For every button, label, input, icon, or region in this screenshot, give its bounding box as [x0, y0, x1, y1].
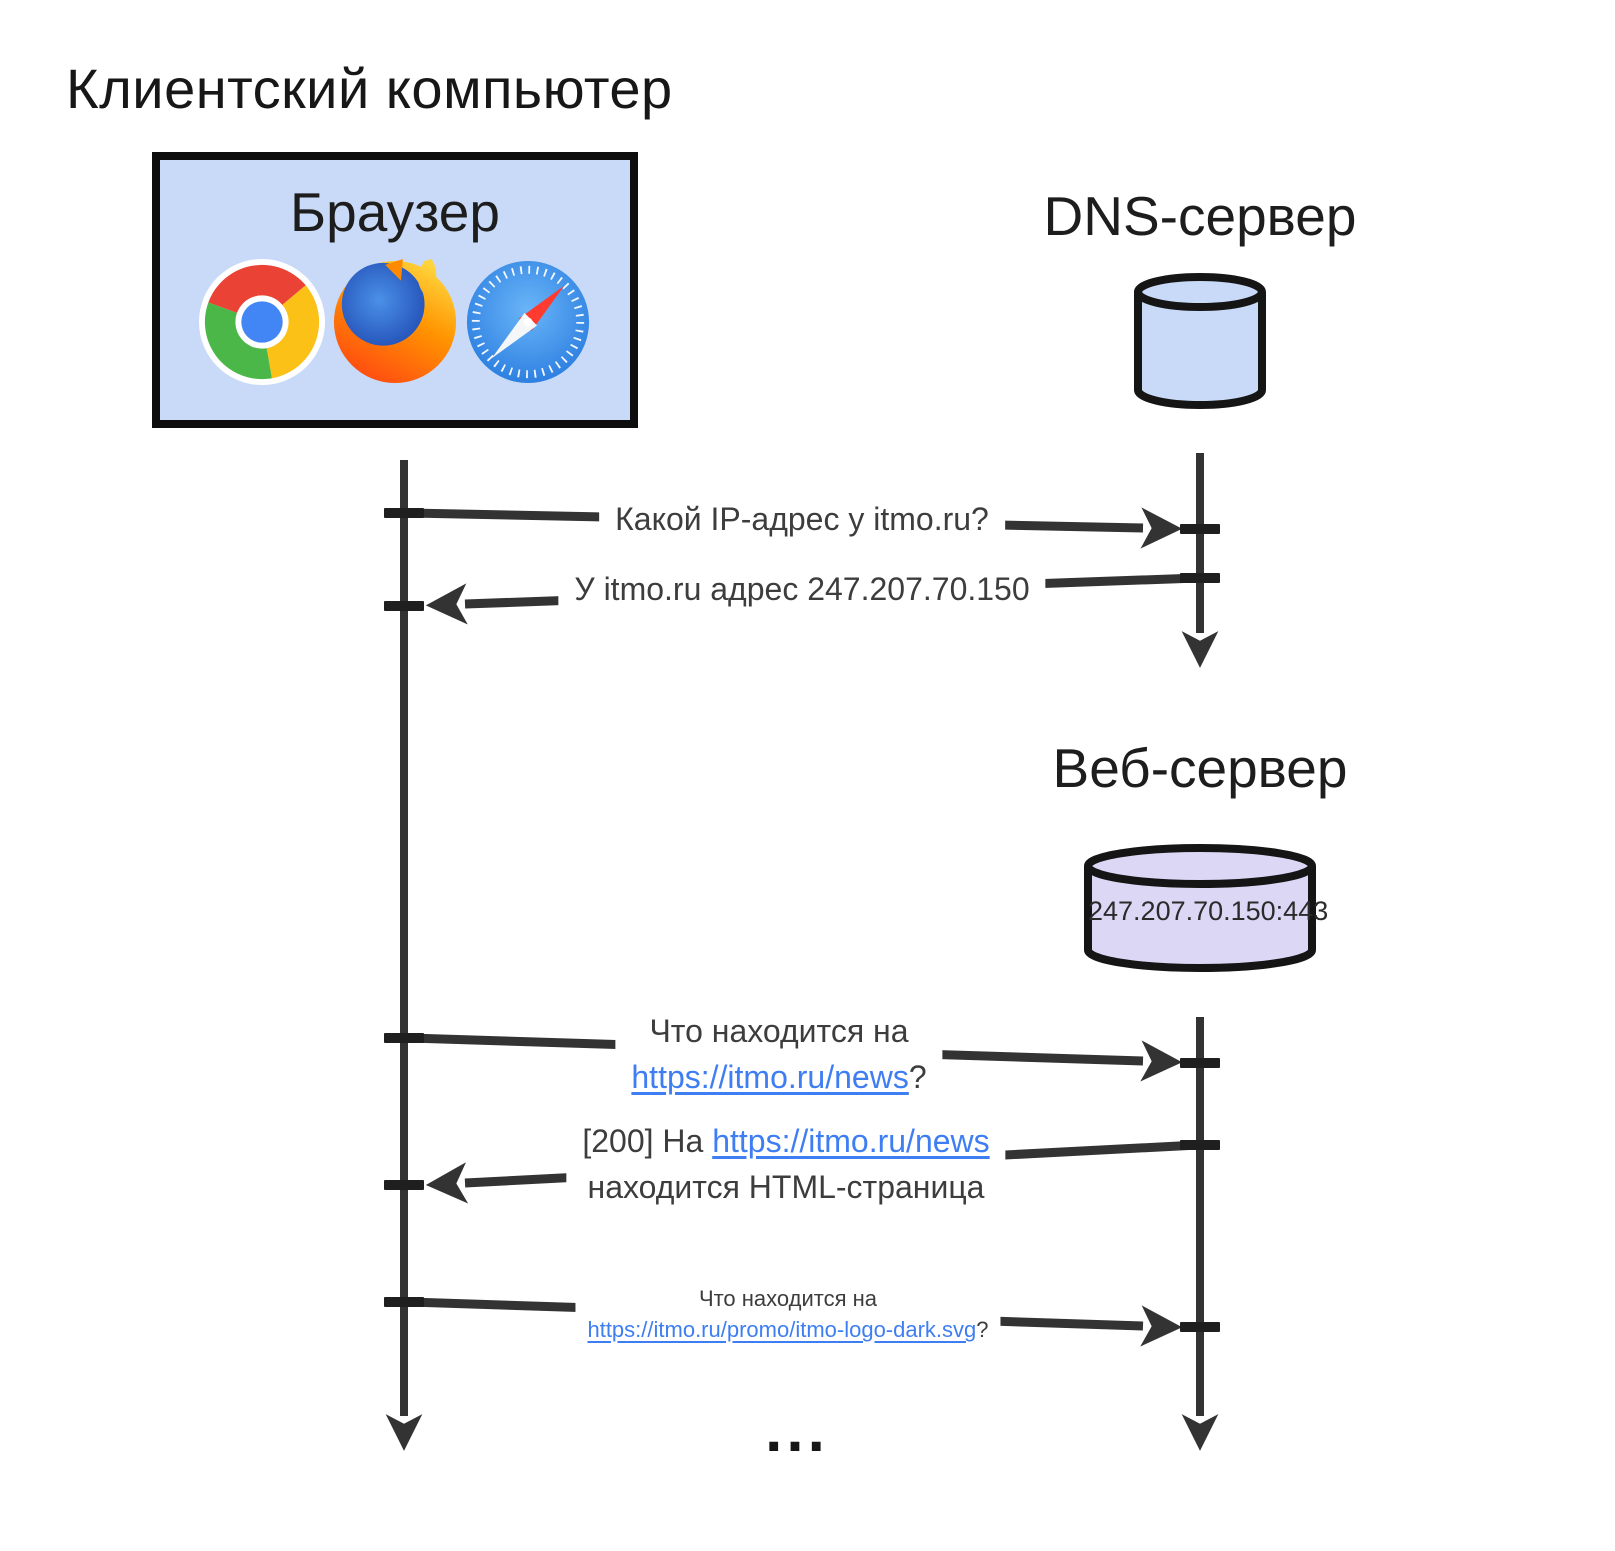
dns-server-label: DNS-сервер — [1043, 185, 1357, 247]
activation-tick — [384, 1180, 424, 1190]
activation-tick — [384, 601, 424, 611]
message-response-news: [200] На https://itmo.ru/news находится … — [566, 1116, 1006, 1212]
client-browser-box: Браузер — [152, 152, 638, 428]
itmo-news-link-response[interactable]: https://itmo.ru/news — [712, 1123, 990, 1159]
activation-tick — [384, 1033, 424, 1043]
message-dns-answer: У itmo.ru адрес 247.207.70.150 — [558, 564, 1046, 614]
activation-tick — [1180, 1058, 1220, 1068]
activation-tick — [384, 508, 424, 518]
itmo-news-link[interactable]: https://itmo.ru/news — [631, 1059, 909, 1095]
itmo-logo-link[interactable]: https://itmo.ru/promo/itmo-logo-dark.svg — [587, 1317, 977, 1342]
firefox-icon — [333, 258, 457, 383]
activation-tick — [384, 1297, 424, 1307]
activation-tick — [1180, 1140, 1220, 1150]
safari-icon — [466, 260, 590, 383]
message-get-logo: Что находится на https://itmo.ru/promo/i… — [575, 1281, 1001, 1347]
message-get-news: Что находится на https://itmo.ru/news? — [615, 1006, 943, 1102]
continuation-ellipsis: ... — [765, 1396, 829, 1465]
web-database-icon — [1084, 844, 1316, 972]
browser-label: Браузер — [290, 181, 500, 243]
message-dns-query: Какой IP-адрес у itmo.ru? — [599, 494, 1005, 544]
web-server-label: Веб-сервер — [1052, 737, 1348, 799]
activation-tick — [1180, 573, 1220, 583]
web-server-address: 247.207.70.150:443 — [1088, 896, 1329, 926]
activation-tick — [1180, 1322, 1220, 1332]
browser-icons-row — [197, 257, 593, 387]
chrome-icon — [198, 258, 326, 385]
page-title: Клиентский компьютер — [66, 57, 673, 120]
dns-database-icon — [1134, 273, 1266, 409]
activation-tick — [1180, 524, 1220, 534]
